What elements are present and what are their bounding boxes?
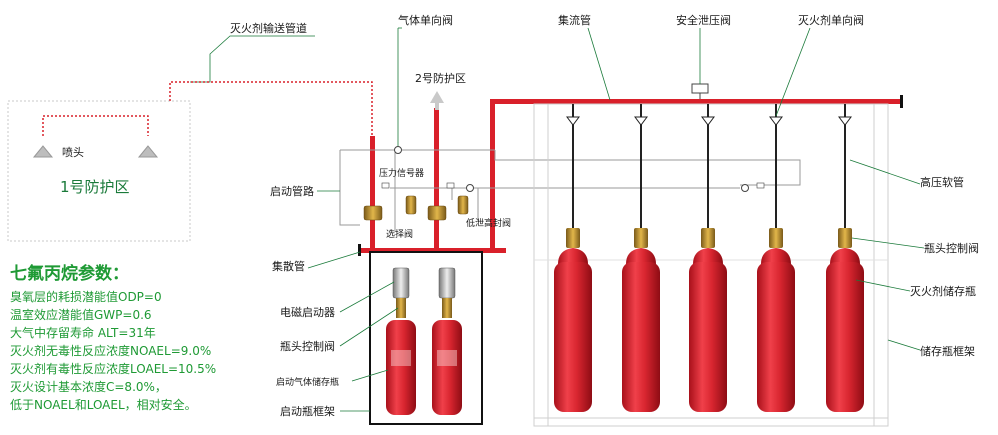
storage-frame <box>533 103 889 427</box>
start-gas-bottle-label: 启动气体储存瓶 <box>276 376 339 388</box>
zone1-pipe <box>42 115 149 136</box>
solenoid-starter-label: 电磁启动器 <box>280 306 335 319</box>
start-bottle-frame <box>369 251 483 425</box>
collector-pipe-cap <box>900 95 903 108</box>
main-riser-pipe <box>490 101 495 251</box>
high-pressure-hose-label: 高压软管 <box>920 175 964 189</box>
gas-check-valve-icon <box>741 184 749 192</box>
collector-pipe <box>490 99 902 104</box>
low-leak-valve-label: 低泄高封阀 <box>466 217 511 229</box>
pressure-signal-icon <box>405 195 417 215</box>
pressure-signal-label: 压力信号器 <box>379 167 424 179</box>
start-bottle <box>432 267 462 415</box>
nozzle-label: 喷头 <box>62 146 84 159</box>
nozzle-icon <box>32 145 54 158</box>
selector-valve-label: 选择阀 <box>386 228 413 240</box>
transport-pipe-dotted <box>169 81 373 136</box>
start-bottle <box>386 267 416 415</box>
agent-check-valve-label: 灭火剂单向阀 <box>798 13 864 27</box>
selector-valve-icon <box>427 205 447 221</box>
zone2-riser-pipe <box>434 108 439 252</box>
storage-frame-label: 储存瓶框架 <box>920 344 975 358</box>
storage-bottle <box>689 104 727 412</box>
zone1-riser-pipe <box>370 136 375 252</box>
gas-check-valve-icon <box>394 146 402 154</box>
param-line: 低于NOAEL和LOAEL，相对安全。 <box>10 397 197 412</box>
diffuser-pipe <box>361 248 506 253</box>
storage-bottle <box>622 104 660 412</box>
storage-bottle <box>757 104 795 412</box>
agent-storage-bottle-label: 灭火剂储存瓶 <box>910 284 976 298</box>
nozzle-icon <box>137 145 159 158</box>
transport-pipe-label: 灭火剂输送管道 <box>230 21 307 35</box>
start-pipeline-label: 启动管路 <box>270 184 314 198</box>
zone1-label: 1号防护区 <box>60 178 130 196</box>
transport-pipe-leader <box>190 35 315 83</box>
gas-check-valve-label: 气体单向阀 <box>398 13 453 27</box>
up-arrow-icon <box>430 91 444 103</box>
safety-relief-valve-label: 安全泄压阀 <box>676 13 731 27</box>
param-line: 灭火剂有毒性反应浓度LOAEL=10.5% <box>10 361 216 376</box>
diffuser-pipe-label: 集散管 <box>272 259 305 273</box>
pressure-signal-icon <box>457 195 469 215</box>
diffuser-pipe-cap <box>358 244 361 256</box>
param-line: 灭火剂无毒性反应浓度NOAEL=9.0% <box>10 343 211 358</box>
start-bottles <box>386 267 462 415</box>
start-bottle-frame-label: 启动瓶框架 <box>280 404 335 418</box>
param-line: 温室效应潜能值GWP=0.6 <box>10 307 152 322</box>
collector-pipe-label: 集流管 <box>558 13 591 27</box>
head-control-valve-right-label: 瓶头控制阀 <box>924 241 979 255</box>
start-pipeline-lines <box>339 149 801 226</box>
safety-relief-valve-icon <box>691 83 709 94</box>
param-line: 大气中存留寿命 ALT=31年 <box>10 325 156 340</box>
zone1-boundary <box>7 100 191 242</box>
param-line: 臭氧层的耗损潜能值ODP=0 <box>10 289 162 304</box>
storage-bottles <box>554 104 864 412</box>
selector-valve-icon <box>363 205 383 221</box>
param-line: 灭火设计基本浓度C=8.0%， <box>10 379 167 394</box>
storage-bottle <box>554 104 592 412</box>
gas-check-valve-icon <box>466 184 474 192</box>
zone2-label: 2号防护区 <box>415 71 466 85</box>
head-control-valve-left-label: 瓶头控制阀 <box>280 339 335 353</box>
params-title: 七氟丙烷参数： <box>10 263 129 284</box>
storage-bottle <box>826 104 864 412</box>
